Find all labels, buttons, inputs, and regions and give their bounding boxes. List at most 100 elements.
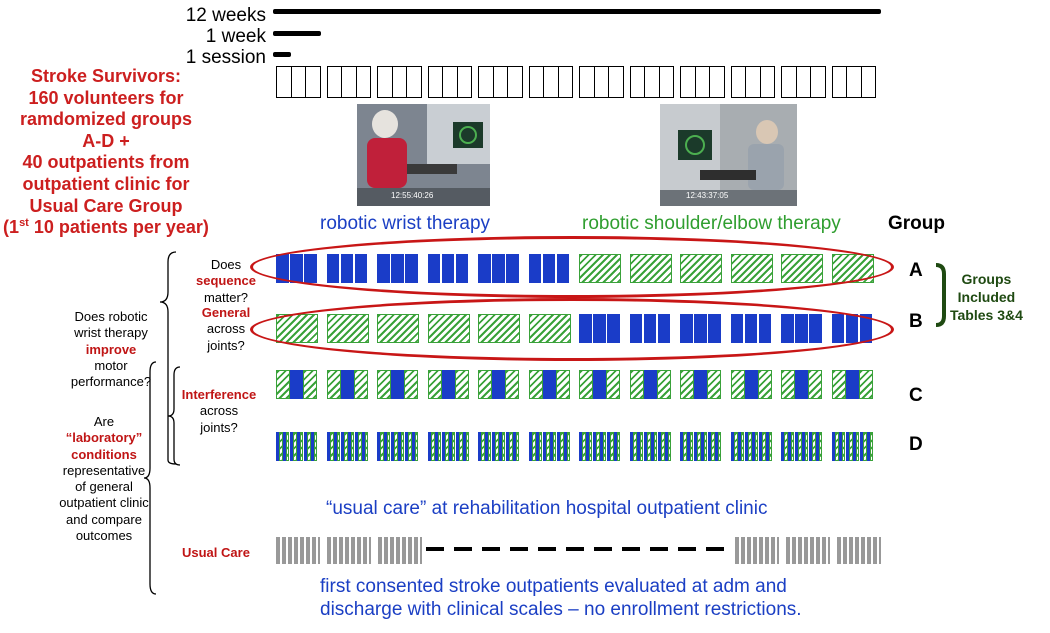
shoulder-photo-timestamp: 12:43:37:05 xyxy=(686,191,729,200)
group-d-session-block xyxy=(848,432,853,461)
usual-care-dash xyxy=(594,547,612,551)
group-c-session-block xyxy=(492,370,505,399)
group-c-session-block xyxy=(303,370,317,399)
session-box xyxy=(810,66,826,98)
session-box xyxy=(427,66,443,98)
group-d-session-block xyxy=(314,432,318,461)
usual-care-dash xyxy=(510,547,528,551)
interference-brace xyxy=(167,366,181,466)
group-d-session-block xyxy=(639,432,643,461)
group-d-session-block xyxy=(506,432,510,461)
usual-care-footer: first consented stroke outpatients evalu… xyxy=(320,576,802,620)
group-d-session-block xyxy=(286,432,289,461)
group-d-session-block xyxy=(279,432,283,461)
group-d-session-block xyxy=(384,432,387,461)
group-c-session-block xyxy=(858,370,873,399)
session-box xyxy=(694,66,710,98)
group-d-session-block xyxy=(465,432,469,461)
usual-care-dash xyxy=(678,547,696,551)
group-d-session-block xyxy=(596,432,601,461)
wrist-photo-timestamp: 12:55:40:26 xyxy=(391,191,434,200)
question-sequence: Does sequence matter? xyxy=(196,257,256,305)
participants-line: 160 volunteers for xyxy=(28,87,184,108)
group-d-session-block xyxy=(427,432,431,461)
group-d-session-block xyxy=(660,432,665,461)
group-d-session-block xyxy=(535,432,539,461)
group-c-session-block xyxy=(831,370,846,399)
group-d-session-block xyxy=(408,432,413,461)
group-c-session-block xyxy=(505,370,519,399)
session-box xyxy=(528,66,544,98)
usual-care-block xyxy=(327,537,371,564)
group-d-session-block xyxy=(516,432,520,461)
group-c-session-block xyxy=(579,370,593,399)
wrist-therapy-photo: 12:55:40:26 xyxy=(357,104,490,206)
group-d-session-block xyxy=(538,432,542,461)
session-box xyxy=(846,66,862,98)
group-d-session-block xyxy=(653,432,657,461)
participants-line: outpatient clinic for xyxy=(22,173,190,194)
group-c-session-block xyxy=(629,370,644,399)
session-box xyxy=(709,66,725,98)
group-d-session-block xyxy=(646,432,651,461)
group-d-session-block xyxy=(582,432,586,461)
timeline-bar-1-session xyxy=(273,52,291,57)
group-d-session-block xyxy=(387,432,390,461)
shoulder-therapy-illustration: 12:43:37:05 xyxy=(660,104,797,206)
session-box xyxy=(745,66,761,98)
group-c-session-block xyxy=(593,370,606,399)
group-d-session-block xyxy=(805,432,809,461)
participants-line: 40 outpatients from xyxy=(22,152,190,173)
group-d-session-block xyxy=(437,432,441,461)
group-d-session-block xyxy=(744,432,748,461)
usual-care-dash xyxy=(454,547,472,551)
shoulder-therapy-photo: 12:43:37:05 xyxy=(660,104,797,206)
group-d-session-block xyxy=(307,432,312,461)
usual-care-dash xyxy=(706,547,724,551)
group-d-session-block xyxy=(852,432,856,461)
group-d-session-block xyxy=(862,432,867,461)
group-d-session-block xyxy=(545,432,550,461)
group-c-session-block xyxy=(694,370,707,399)
group-d-session-block xyxy=(600,432,604,461)
group-d-session-block xyxy=(664,432,668,461)
group-d-session-block xyxy=(816,432,820,461)
session-box xyxy=(759,66,775,98)
session-box xyxy=(391,66,407,98)
session-box xyxy=(507,66,523,98)
group-d-session-block xyxy=(405,432,409,461)
group-d-session-block xyxy=(650,432,654,461)
group-d-session-block xyxy=(701,432,705,461)
group-d-session-block xyxy=(667,432,671,461)
group-c-session-block xyxy=(808,370,822,399)
group-a-highlight-ellipse xyxy=(250,236,894,298)
session-box xyxy=(795,66,811,98)
session-box xyxy=(629,66,645,98)
group-d-session-block xyxy=(586,432,589,461)
group-d-session-block xyxy=(513,432,517,461)
wrist-therapy-illustration: 12:55:40:26 xyxy=(357,104,490,206)
group-d-session-block xyxy=(566,432,570,461)
group-d-session-block xyxy=(614,432,618,461)
group-d-session-block xyxy=(855,432,859,461)
timeline-bar-12-weeks xyxy=(273,9,881,14)
group-d-session-block xyxy=(283,432,286,461)
group-d-session-block xyxy=(448,432,452,461)
timeline-label-1-session: 1 session xyxy=(185,47,266,68)
group-d-session-block xyxy=(737,432,741,461)
group-d-session-block xyxy=(304,432,308,461)
groups-included-bracket xyxy=(935,263,946,327)
session-box xyxy=(456,66,472,98)
group-d-session-block xyxy=(768,432,772,461)
group-d-session-block xyxy=(798,432,803,461)
group-d-session-block xyxy=(300,432,304,461)
group-d-session-block xyxy=(495,432,500,461)
group-c-session-block xyxy=(391,370,404,399)
group-d-session-block xyxy=(391,432,395,461)
timeline-label-12-weeks: 12 weeks xyxy=(185,5,266,26)
group-d-session-block xyxy=(831,432,835,461)
group-d-session-block xyxy=(563,432,567,461)
group-d-session-block xyxy=(802,432,806,461)
group-letter-a: A xyxy=(909,260,923,281)
session-box xyxy=(593,66,609,98)
